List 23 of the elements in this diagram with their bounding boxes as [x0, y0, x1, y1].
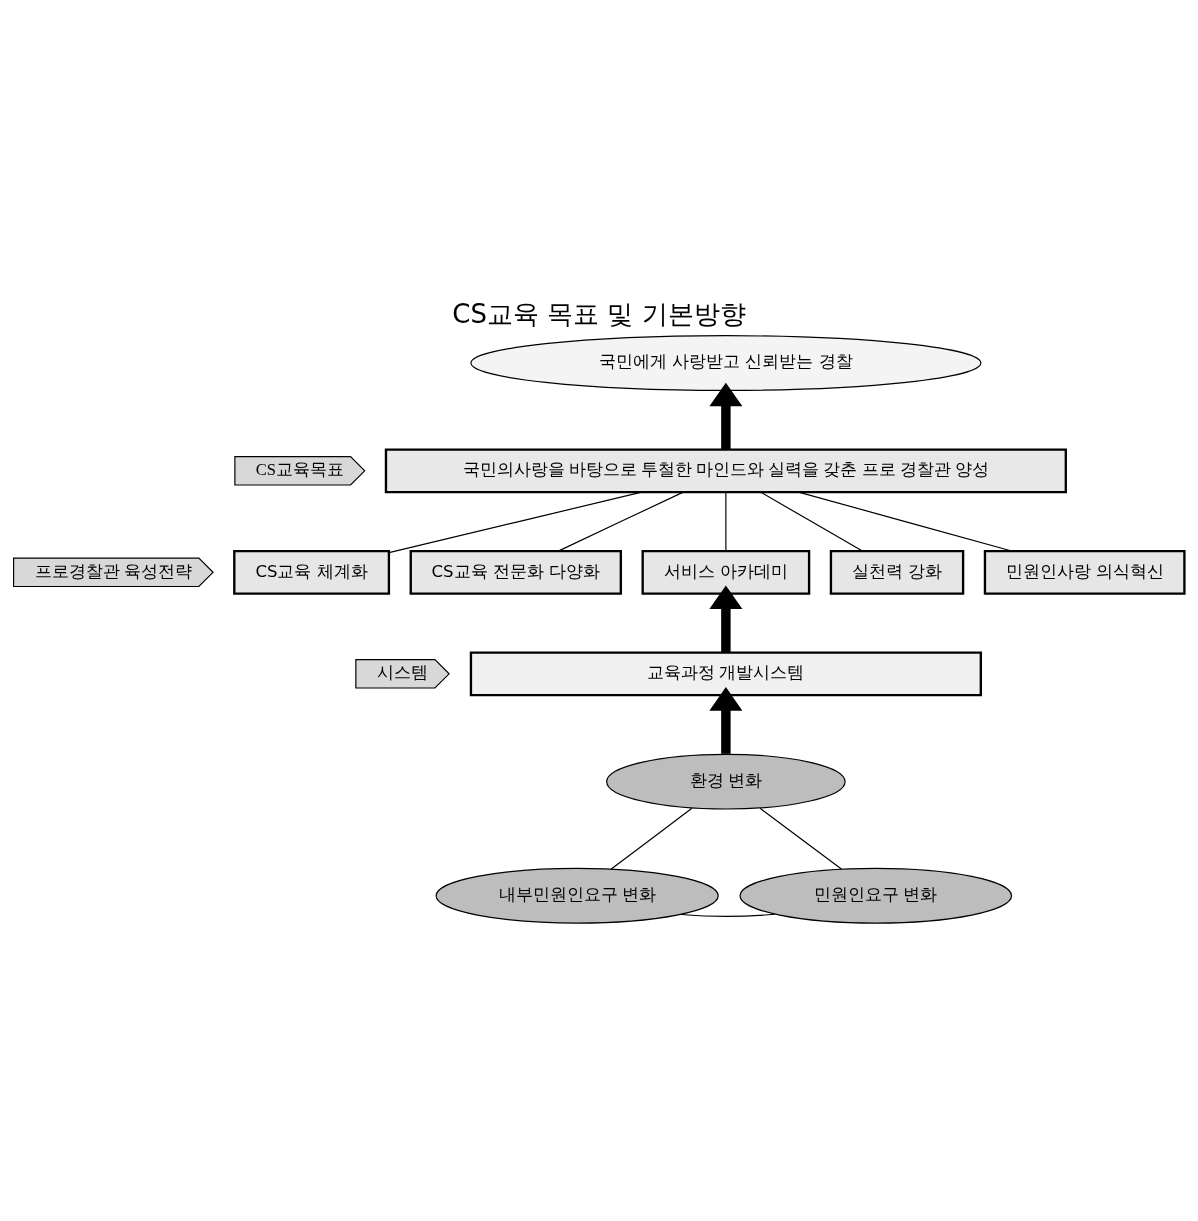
arrow	[709, 585, 743, 653]
arrow	[709, 382, 743, 450]
node-box: 민원인사랑 의식혁신	[983, 549, 1186, 595]
connector	[388, 491, 643, 554]
node-ellipse: 내부민원인요구 변화	[435, 867, 719, 924]
connector	[797, 491, 1013, 552]
node-box: 서비스 아카데미	[641, 549, 811, 595]
connector	[725, 491, 727, 552]
node-ellipse: 민원인요구 변화	[739, 867, 1013, 924]
arrow	[709, 687, 743, 754]
node-box: CS교육 전문화 다양화	[409, 549, 622, 595]
connector	[680, 913, 776, 917]
node-box: 국민의사랑을 바탕으로 투철한 마인드와 실력을 갖춘 프로 경찰관 양성	[384, 448, 1067, 494]
node-box: 실천력 강화	[829, 549, 965, 595]
node-box: 교육과정 개발시스템	[469, 651, 982, 697]
connector	[760, 491, 863, 552]
connector	[558, 491, 684, 552]
node-ellipse: 환경 변화	[606, 753, 846, 810]
node-ellipse: 국민에게 사랑받고 신뢰받는 경찰	[470, 335, 982, 391]
connector	[759, 807, 842, 870]
connector	[610, 807, 693, 870]
diagram-title: CS교육 목표 및 기본방향	[452, 299, 746, 330]
node-box: CS교육 체계화	[233, 549, 391, 595]
